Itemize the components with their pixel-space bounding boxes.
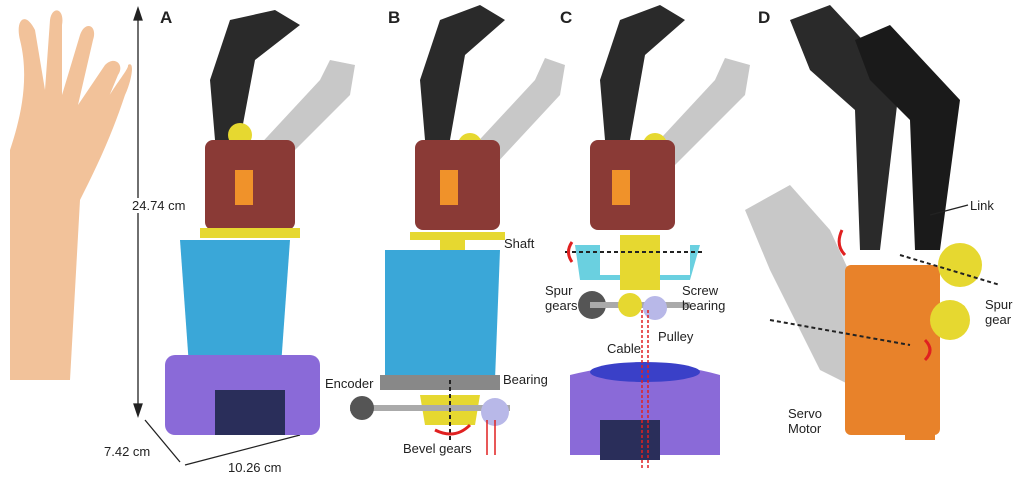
panel-b-gripper bbox=[350, 5, 565, 455]
label-spur-gear-2: gear bbox=[985, 312, 1012, 327]
depth-dimension: 7.42 cm bbox=[104, 444, 151, 459]
label-bearing: Bearing bbox=[503, 372, 548, 387]
label-link: Link bbox=[970, 198, 994, 213]
label-bevel-gears: Bevel gears bbox=[403, 441, 472, 456]
height-dimension: 24.74 cm bbox=[132, 198, 186, 213]
panel-a-label: A bbox=[160, 8, 173, 27]
width-dimension: 10.26 cm bbox=[228, 460, 282, 475]
panel-c-label: C bbox=[560, 8, 573, 27]
label-shaft: Shaft bbox=[504, 236, 535, 251]
label-spur-gears-1: Spur bbox=[545, 283, 573, 298]
label-pulley: Pulley bbox=[658, 329, 694, 344]
panel-c-gripper bbox=[565, 5, 750, 470]
human-hand-image bbox=[10, 10, 132, 380]
label-spur-gear-1: Spur bbox=[985, 297, 1013, 312]
label-servo-motor-2: Motor bbox=[788, 421, 822, 436]
label-servo-motor-1: Servo bbox=[788, 406, 822, 421]
panel-b-label: B bbox=[388, 8, 401, 27]
label-spur-gears-2: gears bbox=[545, 298, 578, 313]
label-encoder: Encoder bbox=[325, 376, 374, 391]
panel-d-label: D bbox=[758, 8, 771, 27]
panel-a-gripper bbox=[165, 10, 355, 435]
label-screw-bearing-2: bearing bbox=[682, 298, 726, 313]
panel-d-gripper bbox=[745, 5, 1001, 440]
label-screw-bearing-1: Screw bbox=[682, 283, 719, 298]
label-cable: Cable bbox=[607, 341, 641, 356]
